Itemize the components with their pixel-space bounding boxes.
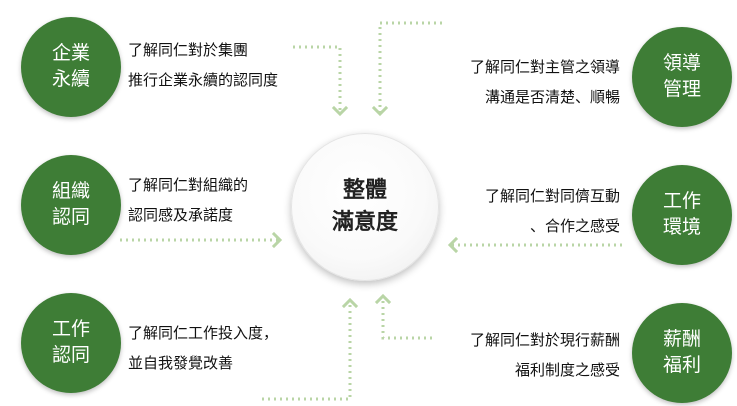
node-compensation-benefits: 薪酬 福利 (632, 303, 732, 403)
desc-leadership-management: 了解同仁對主管之領導 溝通是否清楚、順暢 (469, 58, 620, 106)
node-enterprise-sustainability: 企業 永續 (21, 17, 121, 117)
desc-organization-identity: 了解同仁對組織的 認同感及承諾度 (128, 176, 249, 224)
arrowhead-work (341, 297, 359, 309)
arrowhead-compensation (374, 293, 392, 305)
connector-leadership (378, 21, 442, 114)
arrowhead-organization (271, 231, 283, 249)
desc-work-identity: 了解同仁工作投入度， 並自我發覺改善 (128, 324, 279, 372)
node-organization-identity: 組織 認同 (21, 155, 121, 255)
connector-enterprise (293, 45, 342, 114)
desc-enterprise-sustainability: 了解同仁對於集團 推行企業永續的認同度 (128, 41, 279, 89)
node-work-identity: 工作 認同 (21, 293, 121, 393)
desc-compensation-benefits: 了解同仁對於現行薪酬 福利制度之感受 (469, 331, 620, 379)
arrowhead-enterprise (331, 105, 349, 117)
node-leadership-management: 領導 管理 (632, 27, 732, 127)
desc-work-environment: 了解同仁對同儕互動 、合作之感受 (484, 187, 620, 235)
node-work-environment: 工作 環境 (632, 165, 732, 265)
connector-compensation (381, 296, 432, 340)
arrowhead-environment (447, 236, 459, 254)
center-circle-overall-satisfaction: 整體 滿意度 (291, 133, 439, 281)
arrowhead-leadership (371, 105, 389, 117)
